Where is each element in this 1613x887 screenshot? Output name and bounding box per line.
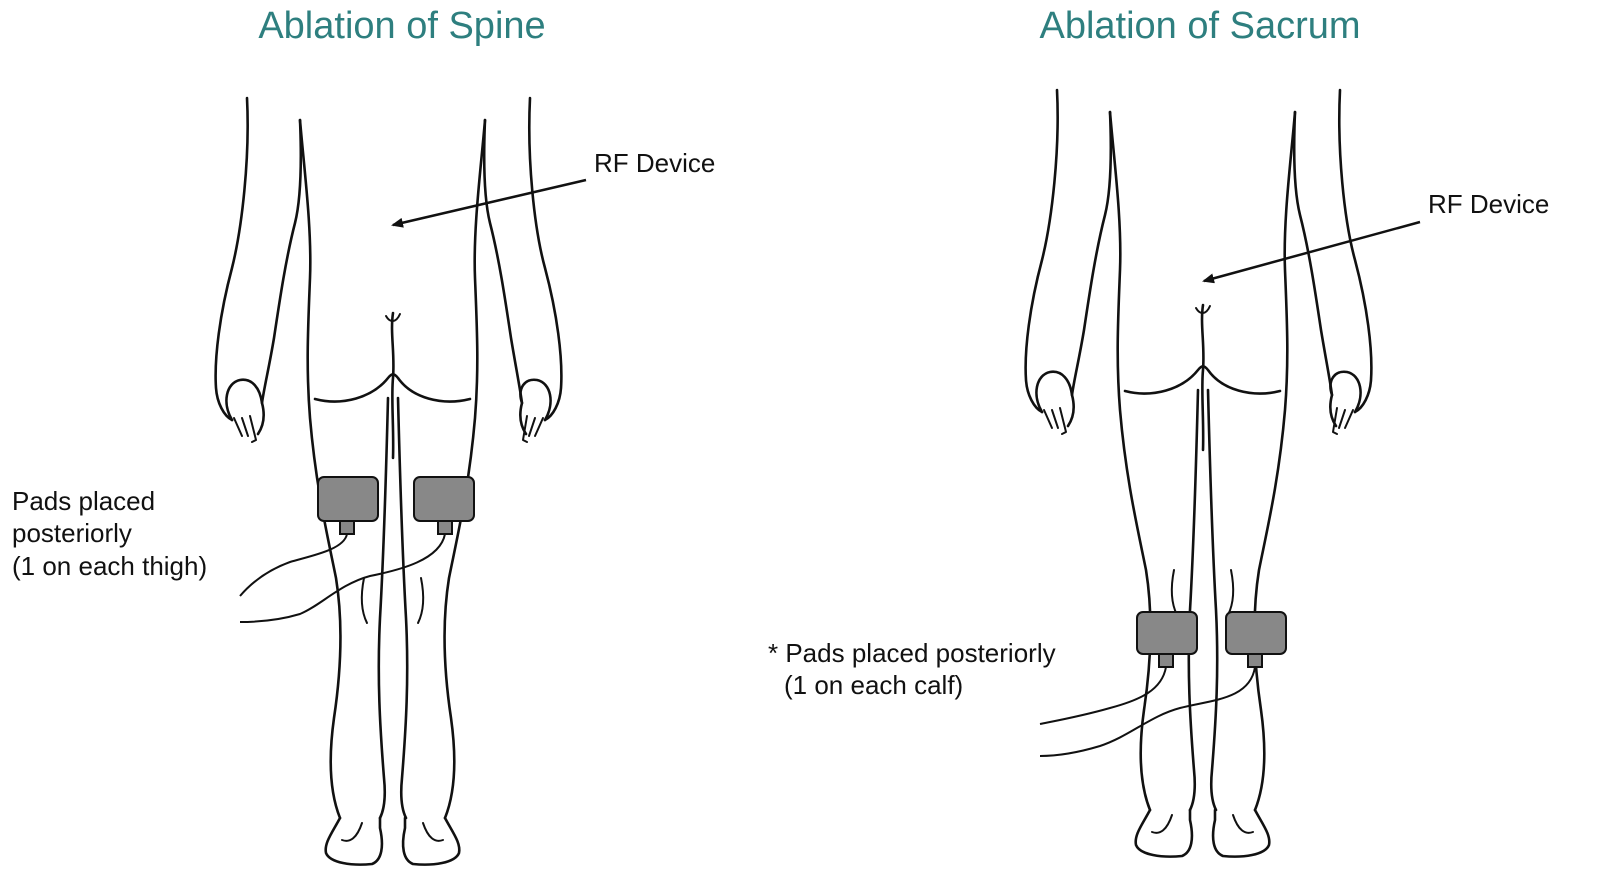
pad-right-thigh: [414, 477, 474, 534]
body-figure-spine: [216, 98, 562, 865]
pad-wire-right: [240, 534, 445, 622]
pad-wire-left: [240, 534, 347, 596]
panel-sacrum: Ablation of Sacrum RF Device * Pads plac…: [768, 5, 1549, 857]
pads-label-line1: * Pads placed posteriorly: [768, 638, 1056, 668]
pads-label-line1: Pads placed: [12, 486, 155, 516]
panel-spine: Ablation of Spine RF Device Pads placed …: [12, 5, 715, 865]
pads-label-line3: (1 on each thigh): [12, 551, 207, 581]
pads-label-line2: posteriorly: [12, 518, 132, 548]
rf-device-label: RF Device: [594, 148, 715, 178]
pad-left-thigh: [318, 477, 378, 534]
pad-right-calf: [1226, 612, 1286, 667]
pads-label-line2: (1 on each calf): [784, 670, 963, 700]
panel-title: Ablation of Sacrum: [1039, 5, 1360, 47]
rf-device-label: RF Device: [1428, 189, 1549, 219]
panel-title: Ablation of Spine: [258, 5, 545, 47]
body-figure-sacrum: [1026, 90, 1372, 857]
